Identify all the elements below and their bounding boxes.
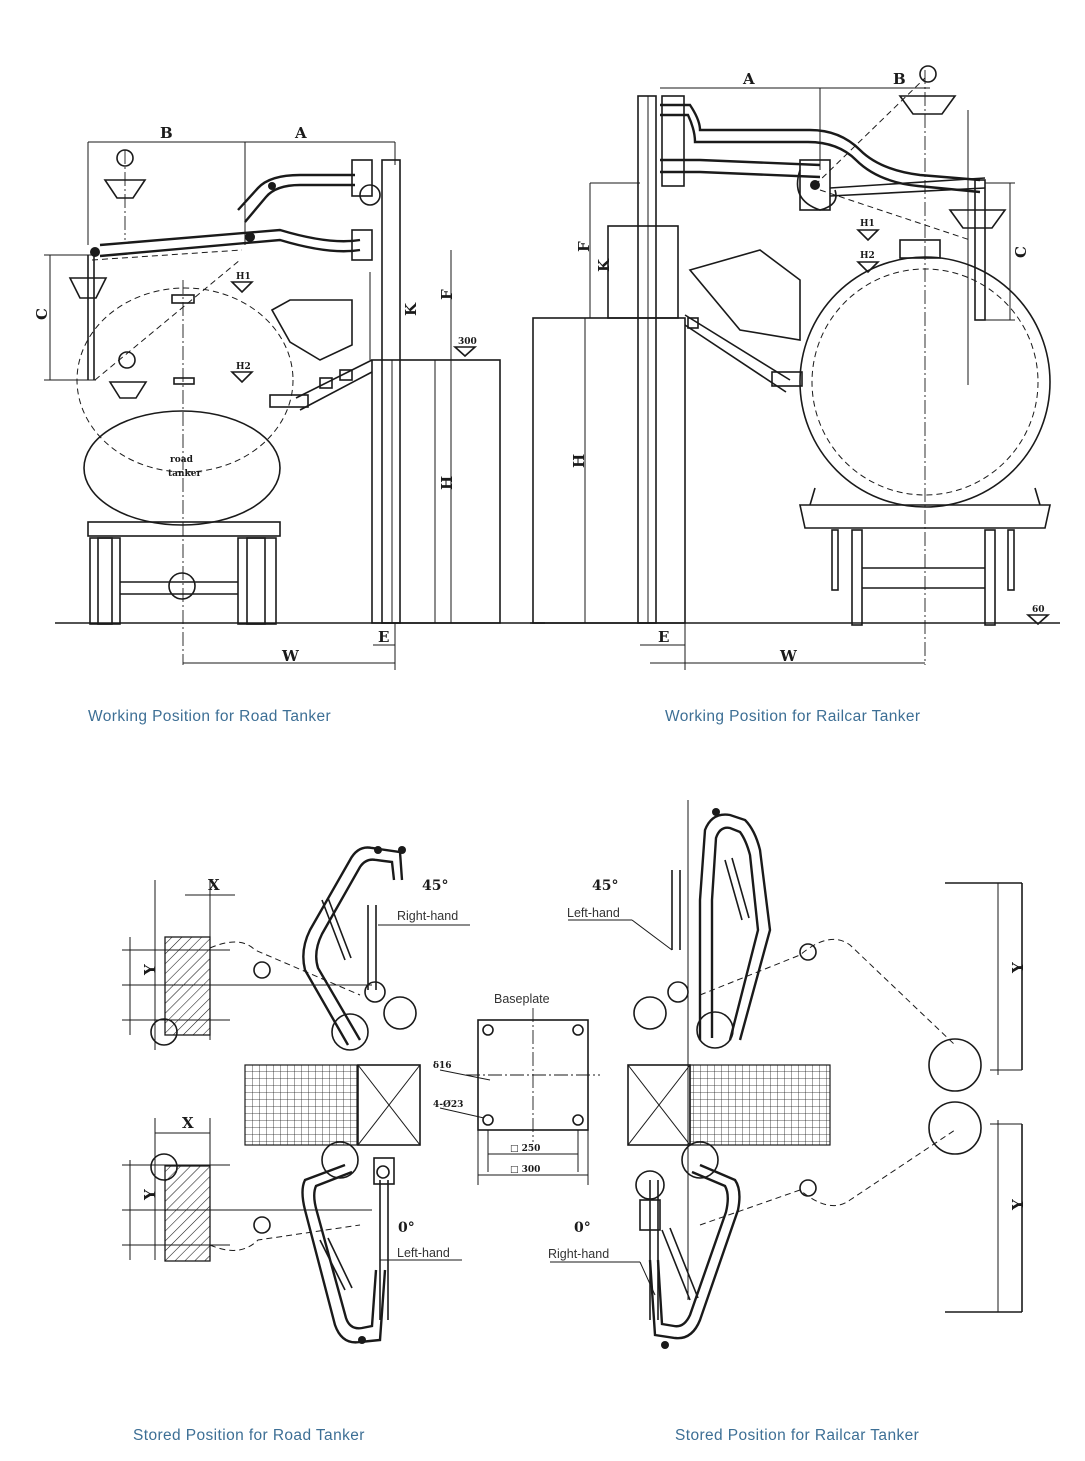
road-walkway-grate bbox=[244, 1064, 358, 1146]
right-hand-label-road: Right-hand bbox=[397, 909, 458, 923]
dim-k-rail: K bbox=[595, 258, 613, 272]
baseplate-title: Baseplate bbox=[494, 992, 550, 1006]
dim-b-road: B bbox=[160, 124, 173, 142]
dim-h-road: H bbox=[438, 476, 456, 490]
stored-road-tanker-view bbox=[122, 846, 470, 1344]
dim-x-stored-road-bottom: X bbox=[182, 1114, 194, 1132]
dim-250-label: □ 250 bbox=[510, 1144, 540, 1154]
tanker-label-line2: tanker bbox=[168, 469, 201, 479]
angle-0-rail: 0° bbox=[574, 1220, 591, 1236]
working-railcar-tanker-view bbox=[530, 65, 1060, 670]
dim-e-rail: E bbox=[658, 628, 669, 646]
dim-w-road: W bbox=[281, 647, 300, 665]
dim-a-road: A bbox=[294, 124, 307, 142]
level-60-mark: 60 bbox=[1032, 605, 1045, 615]
dim-y-stored-road-bottom: Y bbox=[141, 1189, 159, 1201]
dim-k-road: K bbox=[402, 302, 420, 316]
dim-h2-rail: H2 bbox=[860, 251, 875, 261]
angle-0-road: 0° bbox=[398, 1220, 415, 1236]
tanker-label-line1: road bbox=[170, 455, 194, 465]
dim-w-rail: W bbox=[779, 647, 798, 665]
dim-h-rail: H bbox=[570, 454, 588, 468]
road-loading-arm bbox=[87, 159, 381, 381]
dim-300-label: □ 300 bbox=[510, 1165, 540, 1175]
dim-h2-road: H2 bbox=[236, 362, 251, 372]
caption-working-road: Working Position for Road Tanker bbox=[88, 708, 331, 725]
road-riser-column bbox=[371, 159, 501, 624]
left-hand-label-rail: Left-hand bbox=[567, 906, 620, 920]
railcar-stair-platform bbox=[684, 249, 803, 393]
dim-y-stored-rail-top: Y bbox=[1009, 962, 1027, 974]
dim-h1-rail: H1 bbox=[860, 219, 875, 229]
baseplate-drawing bbox=[439, 1008, 600, 1185]
dim-c-road: C bbox=[33, 308, 51, 320]
left-hand-label-road: Left-hand bbox=[397, 1246, 450, 1260]
dim-f-road: F bbox=[438, 289, 456, 300]
dim-c-rail: C bbox=[1012, 246, 1030, 258]
dim-y-stored-rail-bottom: Y bbox=[1009, 1199, 1027, 1211]
road-tanker-body bbox=[76, 287, 294, 625]
stored-railcar-tanker-view bbox=[550, 800, 1023, 1349]
dim-x-stored-road-top: X bbox=[208, 876, 220, 894]
working-road-tanker-view bbox=[44, 141, 545, 670]
plate-thickness-label: δ16 bbox=[433, 1061, 452, 1071]
railcar-loading-arm bbox=[660, 77, 986, 321]
dim-y-stored-road-top: Y bbox=[141, 964, 159, 976]
dim-b-rail: B bbox=[893, 70, 906, 88]
dim-h1-road: H1 bbox=[236, 272, 251, 282]
caption-stored-road: Stored Position for Road Tanker bbox=[133, 1427, 365, 1444]
bolt-holes-label: 4-Ø23 bbox=[433, 1099, 463, 1110]
dim-a-rail: A bbox=[742, 70, 755, 88]
angle-45-road: 45° bbox=[422, 878, 448, 894]
dim-f-rail: F bbox=[575, 241, 593, 252]
angle-45-rail: 45° bbox=[592, 878, 618, 894]
right-hand-label-rail: Right-hand bbox=[548, 1247, 609, 1261]
level-300-mark: 300 bbox=[458, 337, 477, 347]
road-stair-platform bbox=[269, 299, 373, 411]
dim-e-road: E bbox=[378, 628, 389, 646]
rail-walkway-grate bbox=[689, 1064, 831, 1146]
caption-stored-rail: Stored Position for Railcar Tanker bbox=[675, 1427, 919, 1444]
caption-working-rail: Working Position for Railcar Tanker bbox=[665, 708, 921, 725]
